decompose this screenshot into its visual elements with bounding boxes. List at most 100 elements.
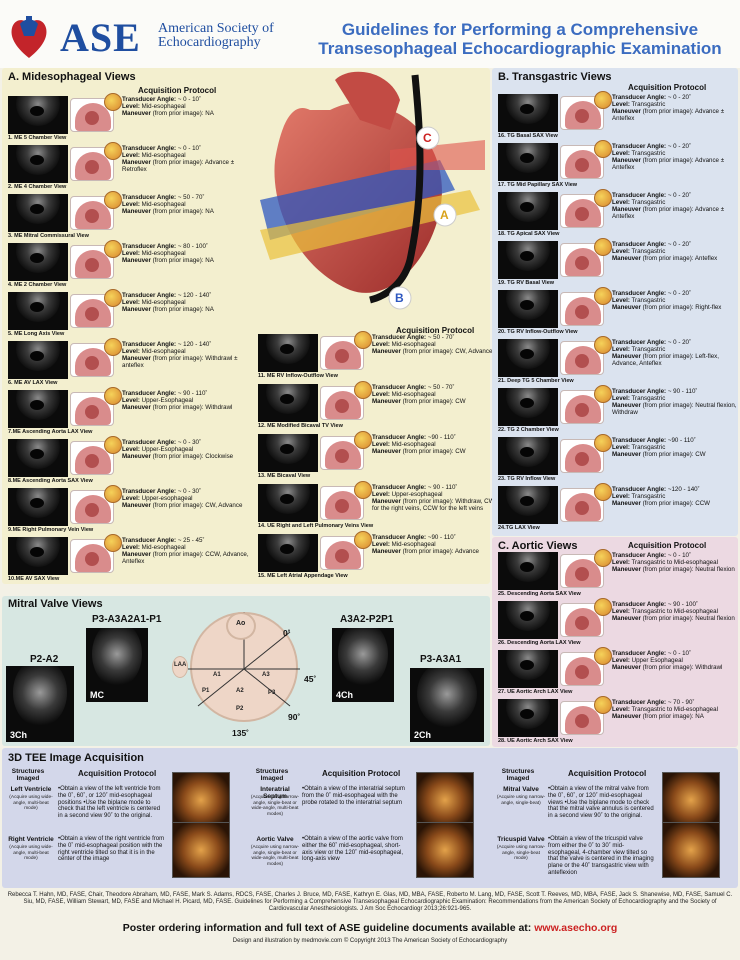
view-protocol: Transducer Angle: ~ 0 - 20˚Level: Transg… [612, 339, 719, 367]
probe-orientation-icon [354, 431, 372, 449]
label-a1: A1 [213, 672, 221, 678]
transducer-angle: ~ 50 - 70˚ [427, 384, 455, 391]
3d-render-thumbnail [172, 822, 230, 878]
poster-title: Guidelines for Performing a Comprehensiv… [318, 20, 722, 58]
maneuver-value: Advance ± Anteflex [612, 206, 725, 220]
maneuver-value: Advance ± Anteflex [612, 108, 725, 122]
3d-render-thumbnail [662, 822, 720, 878]
view-protocol: Transducer Angle: ~ 0 - 10˚Level: Mid-es… [122, 145, 235, 173]
level-value: Mid-esophageal [141, 299, 186, 306]
structure-name: Mitral Valve [503, 786, 539, 793]
maneuver-value: Advance ± Retroflex [122, 159, 235, 173]
view-protocol: Transducer Angle: ~ 0 - 10˚Level: Upper … [612, 650, 723, 671]
view-caption: 4. ME 2 Chamber View [8, 282, 67, 288]
label-0deg: 0˚ [283, 628, 291, 638]
view-caption: 28. UE Aortic Arch SAX View [498, 738, 573, 744]
structure-mode-note: (Acquire using narrow-angle, single-beat… [250, 845, 300, 867]
probe-orientation-icon [104, 534, 122, 552]
echo-thumbnail [8, 537, 68, 575]
level-value: Mid-esophageal [141, 103, 186, 110]
level-value: Transgastric to Mid-esophageal [631, 706, 718, 713]
transducer-angle: ~ 0 - 10˚ [667, 552, 692, 559]
view-caption: 1. ME 5 Chamber View [8, 135, 67, 141]
author-citation: Rebecca T. Hahn, MD, FASE, Chair, Theodo… [7, 892, 733, 912]
probe-orientation-icon [594, 483, 612, 501]
echo-thumbnail [8, 243, 68, 281]
view-caption: 22. TG 2 Chamber View [498, 427, 559, 433]
level-value: Upper-Esophageal [141, 446, 194, 453]
label-135deg: 135˚ [232, 728, 250, 738]
echo-thumbnail [8, 390, 68, 428]
view-protocol: Transducer Angle: ~ 0 - 20˚Level: Transg… [612, 192, 725, 220]
view-protocol: Transducer Angle: ~ 0 - 30˚Level: Upper-… [122, 488, 243, 509]
echo-thumbnail [498, 339, 558, 377]
view-protocol: Transducer Angle: ~120 - 140˚Level: Tran… [612, 486, 711, 507]
acq-protocol-heading: Acquisition Protocol [78, 769, 157, 778]
label-p3a3a2a1p1: P3-A3A2A1-P1 [92, 614, 162, 625]
structure-protocol: •Obtain a view of the left ventricle fro… [58, 786, 161, 820]
probe-orientation-icon [594, 189, 612, 207]
maneuver-value: NA [695, 713, 704, 720]
mitral-title: Mitral Valve Views [8, 598, 103, 610]
probe-orientation-icon [594, 336, 612, 354]
level-value: Transgastric [631, 199, 666, 206]
maneuver-value: Neutral flexion, Withdraw [612, 402, 737, 416]
probe-orientation-icon [594, 598, 612, 616]
ordering-info: Poster ordering information and full tex… [122, 922, 618, 934]
view-protocol: Transducer Angle: ~ 90 - 100˚Level: Tran… [612, 601, 735, 622]
probe-orientation-icon [594, 385, 612, 403]
view-caption: 5. ME Long Axis View [8, 331, 65, 337]
echo-thumbnail [498, 699, 558, 737]
echo-thumbnail [8, 292, 68, 330]
acq-protocol-heading: Acquisition Protocol [628, 83, 707, 92]
label-a3a2p2p1: A3A2-P2P1 [340, 614, 394, 625]
view-protocol: Transducer Angle: ~ 120 - 140˚Level: Mid… [122, 292, 214, 313]
echo-2ch: 2Ch [410, 668, 484, 742]
laa-shape [172, 656, 188, 678]
view-caption: 21. Deep TG 5 Chamber View [498, 378, 574, 384]
probe-orientation-icon [104, 387, 122, 405]
maneuver-value: NA [205, 110, 214, 117]
view-caption: 10.ME AV SAX View [8, 576, 60, 582]
probe-orientation-icon [104, 240, 122, 258]
probe-orientation-icon [104, 485, 122, 503]
structure-mode-note: (Acquire using wide-angle, multi-beat mo… [9, 845, 53, 861]
transducer-angle: ~ 90 - 110˚ [427, 484, 458, 491]
view-diagram [560, 341, 604, 375]
maneuver-value: Neutral flexion [695, 566, 735, 573]
transducer-angle: ~ 90 - 110˚ [667, 388, 698, 395]
echo-thumbnail [498, 552, 558, 590]
view-protocol: Transducer Angle: ~ 0 - 10˚Level: Mid-es… [122, 96, 214, 117]
label-laa: LAA [174, 662, 187, 668]
transducer-angle: ~ 90 - 100˚ [667, 601, 698, 608]
transducer-angle: ~ 0 - 20˚ [667, 192, 692, 199]
level-value: Mid-esophageal [141, 250, 186, 257]
transducer-angle: ~ 0 - 10˚ [177, 145, 202, 152]
level-value: Mid-esophageal [391, 541, 436, 548]
level-value: Upper-esophageal [391, 491, 443, 498]
probe-orientation-icon [594, 287, 612, 305]
asecho-link[interactable]: www.asecho.org [534, 922, 618, 934]
maneuver-value: CW, Advance [455, 348, 493, 355]
label-p2: P2 [236, 706, 244, 712]
level-value: Transgastric [631, 493, 666, 500]
transducer-angle: ~ 0 - 20˚ [667, 143, 692, 150]
echo-thumbnail [258, 534, 318, 572]
view-protocol: Transducer Angle: ~ 50 - 70˚Level: Mid-e… [372, 334, 493, 355]
aorta-circle [226, 612, 256, 640]
heart-label-a: A [440, 208, 449, 222]
level-value: Transgastric [631, 248, 666, 255]
level-value: Transgastric to Mid-esophageal [631, 559, 718, 566]
view-row: 21. Deep TG 5 Chamber View Transducer Ang… [498, 336, 740, 387]
view-caption: 15. ME Left Atrial Appendage View [258, 573, 348, 579]
3d-render-thumbnail [172, 772, 230, 828]
